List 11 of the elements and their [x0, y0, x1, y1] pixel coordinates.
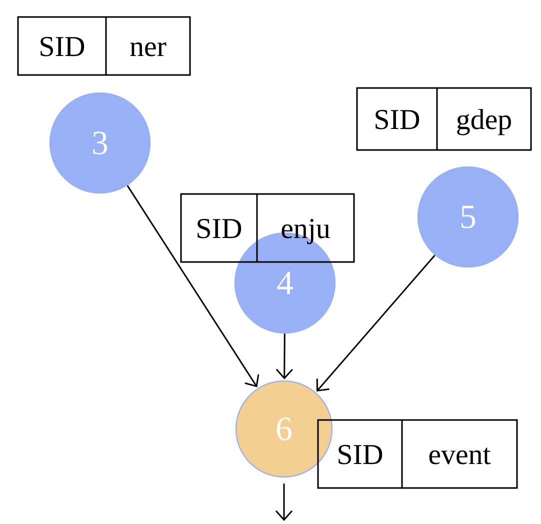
arrow	[276, 334, 293, 380]
record-table: SID event	[317, 419, 518, 489]
record-table: SID enju	[180, 193, 355, 263]
arrow	[316, 254, 436, 392]
arrow	[126, 185, 260, 388]
arrow	[275, 484, 293, 521]
record-table: SID gdep	[356, 87, 532, 151]
circle-node: 6	[235, 380, 333, 478]
circle-node: 3	[49, 92, 151, 194]
record-table: SID ner	[17, 16, 191, 76]
circle-node: 5	[417, 166, 519, 268]
